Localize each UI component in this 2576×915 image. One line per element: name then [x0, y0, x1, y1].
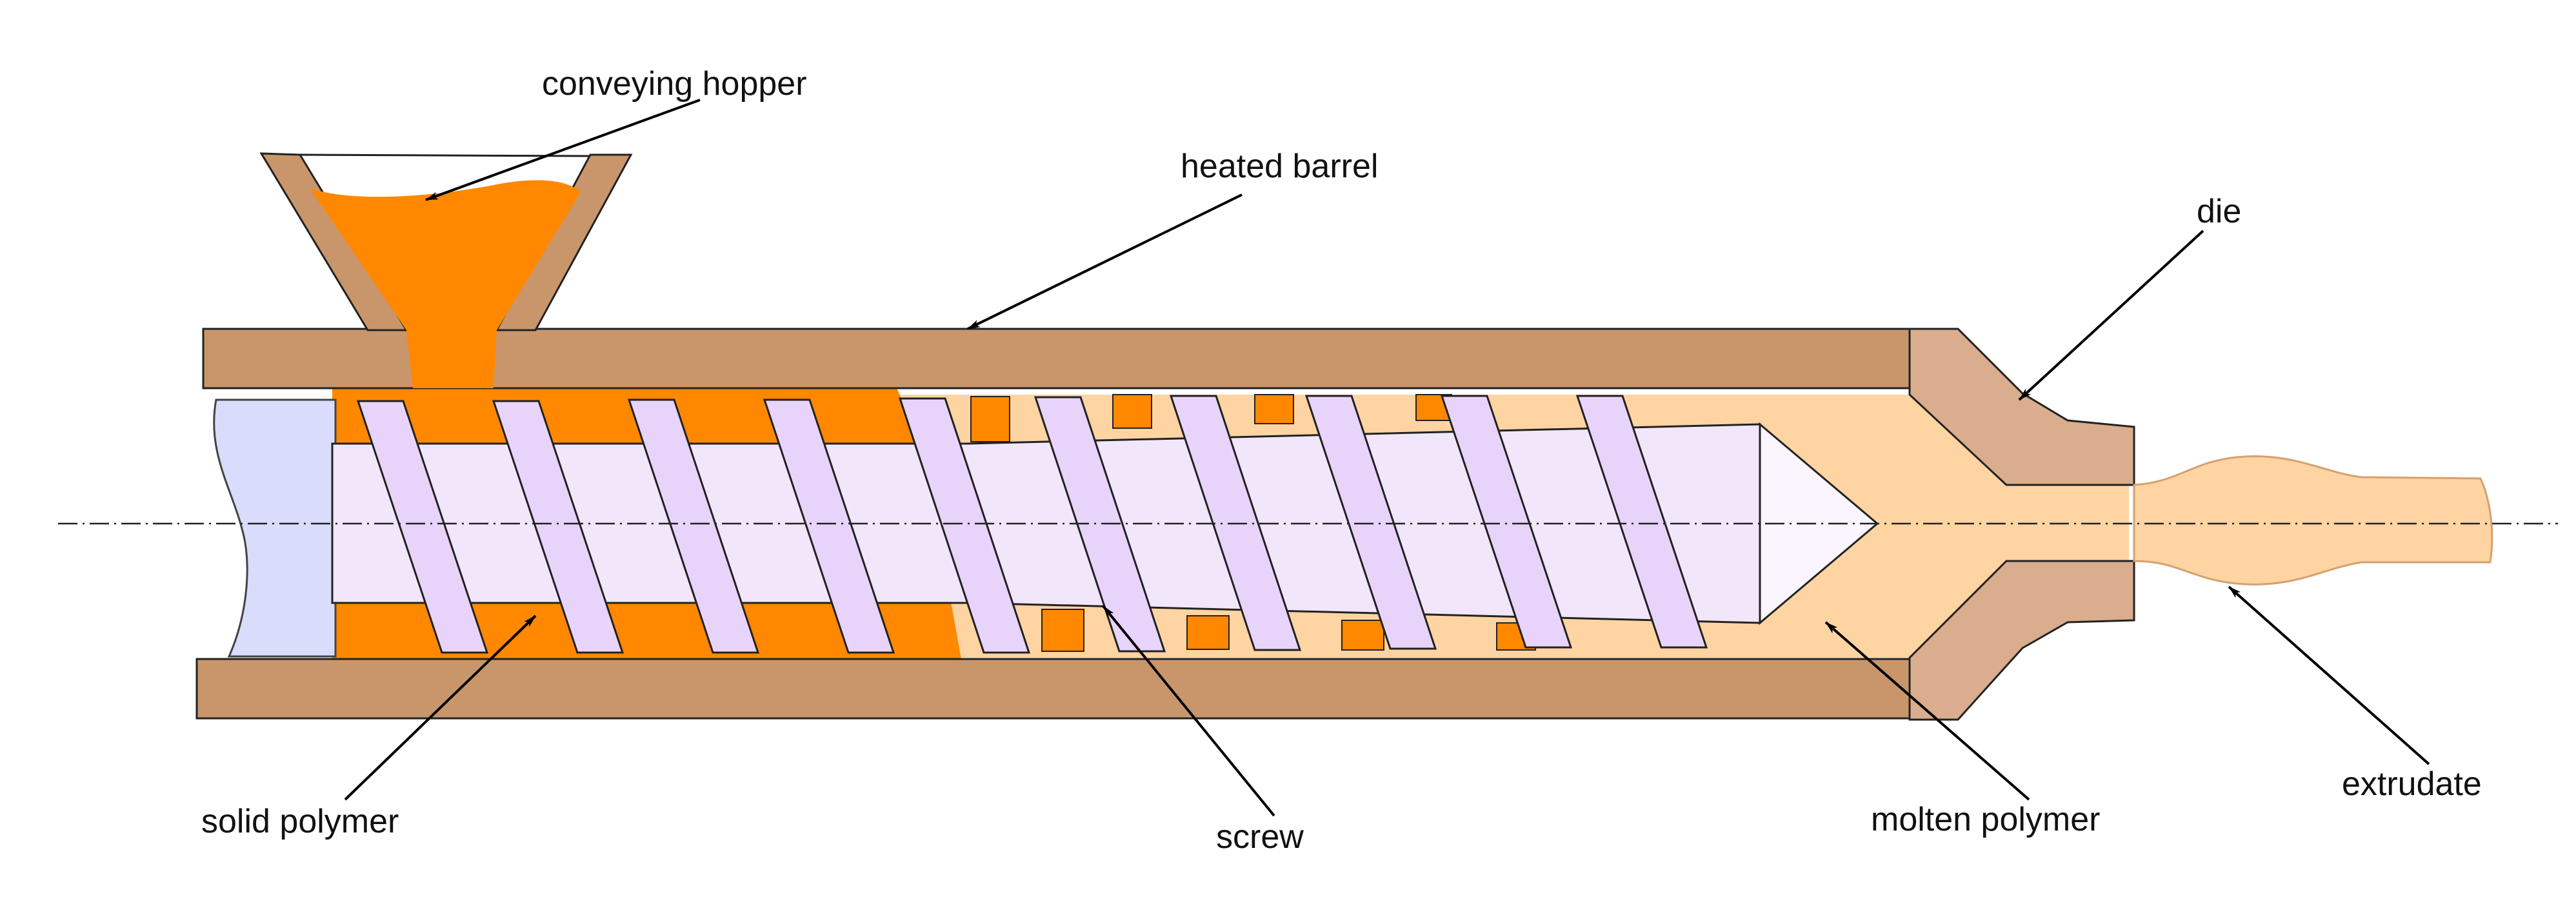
- screw-drive-end: [213, 398, 337, 658]
- label-solid-polymer: solid polymer: [201, 803, 399, 840]
- label-conveying-hopper: conveying hopper: [542, 65, 807, 103]
- label-heated-barrel: heated barrel: [1181, 148, 1379, 185]
- label-molten-polymer: molten polymer: [1871, 801, 2101, 838]
- extrudate-profile: [2133, 455, 2493, 585]
- label-extrudate: extrudate: [2342, 765, 2482, 803]
- label-die: die: [2197, 193, 2242, 230]
- label-screw: screw: [1216, 818, 1304, 856]
- arrow-heated-barrel: [967, 193, 1243, 330]
- hopper-polymer-fill: [310, 180, 581, 388]
- barrel-bottom-wall: [195, 658, 1911, 720]
- die-bottom: [1908, 560, 2135, 721]
- screw-flights: [356, 395, 1708, 654]
- leader-arrows: [344, 99, 2430, 817]
- arrow-solid-polymer: [344, 615, 537, 801]
- arrow-screw: [1102, 605, 1275, 817]
- arrow-extrudate: [2228, 585, 2430, 765]
- arrow-conveying-hopper: [425, 99, 701, 201]
- die-top: [1908, 328, 2135, 486]
- arrow-molten-polymer: [1824, 621, 2030, 801]
- transition-pellets: [970, 394, 1536, 652]
- arrow-die: [2018, 230, 2204, 401]
